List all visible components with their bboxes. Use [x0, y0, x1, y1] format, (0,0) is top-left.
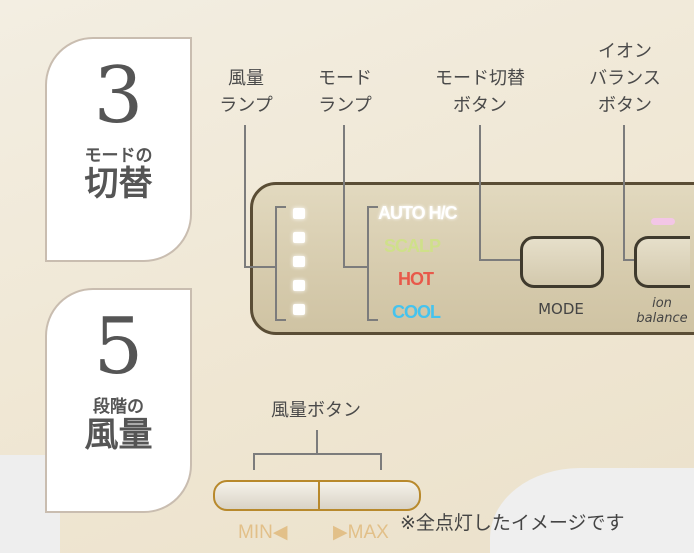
- connector-line: [367, 206, 378, 208]
- control-panel: [250, 182, 694, 335]
- connector-line: [367, 319, 378, 321]
- connector-line: [367, 206, 369, 321]
- feature-sub: モードの: [84, 146, 153, 166]
- label-line: イオン: [597, 41, 652, 62]
- wind-led-3: [293, 256, 305, 267]
- mode-lamp-hot: HOT: [398, 269, 434, 289]
- feature-number: 3: [93, 51, 144, 141]
- label-line: balance: [636, 311, 688, 326]
- wind-led-5: [293, 208, 305, 219]
- feature-title: 風量: [84, 415, 153, 455]
- max-label: ▶MAX: [333, 522, 389, 543]
- label-line: ランプ: [318, 95, 372, 116]
- connector-line: [244, 266, 276, 268]
- label-ion-button: イオンバランスボタン: [589, 38, 661, 119]
- label-line: モード: [318, 68, 372, 89]
- connector-line: [275, 206, 277, 321]
- note-text: ※全点灯したイメージです: [400, 512, 625, 534]
- background-right: [490, 468, 694, 553]
- label-line: 風量: [228, 68, 264, 89]
- label-line: ion: [652, 296, 672, 311]
- connector-line: [479, 125, 481, 261]
- feature-title: 切替: [84, 164, 153, 204]
- feature-number: 5: [93, 302, 144, 392]
- wind-button[interactable]: [213, 480, 421, 511]
- label-line: モード切替: [435, 68, 525, 89]
- label-line: ボタン: [453, 95, 507, 116]
- feature-sub: 段階の: [93, 397, 144, 417]
- mode-button[interactable]: [520, 236, 604, 288]
- label-line: ランプ: [219, 95, 273, 116]
- mode-lamp-auto: AUTO H/C: [378, 203, 458, 223]
- connector-line: [316, 430, 318, 454]
- connector-line: [623, 125, 625, 261]
- connector-line: [343, 266, 368, 268]
- wind-led-4: [293, 232, 305, 243]
- label-mode-lamp: モードランプ: [318, 65, 372, 119]
- feature-card-wind: 5 段階の 風量: [45, 288, 192, 513]
- connector-line: [253, 453, 382, 455]
- label-line: ボタン: [597, 95, 652, 116]
- connector-line: [244, 125, 246, 268]
- wind-led-1: [293, 304, 305, 315]
- connector-line: [275, 319, 286, 321]
- label-wind-button: 風量ボタン: [271, 400, 361, 421]
- feature-card-modes: 3 モードの 切替: [45, 37, 192, 262]
- connector-line: [479, 259, 535, 261]
- label-wind-lamp: 風量ランプ: [219, 65, 272, 119]
- ion-indicator: [651, 218, 675, 225]
- wind-led-2: [293, 280, 305, 291]
- ion-balance-button[interactable]: [634, 236, 690, 288]
- label-mode-button: モード切替ボタン: [435, 65, 525, 119]
- mode-lamp-scalp: SCALP: [384, 236, 441, 256]
- mode-lamp-cool: COOL: [392, 302, 441, 322]
- wind-button-divider: [318, 482, 320, 509]
- connector-line: [253, 453, 255, 470]
- label-line: バランス: [589, 68, 661, 89]
- connector-line: [275, 206, 286, 208]
- min-label: MIN◀: [238, 522, 288, 543]
- mode-button-label: MODE: [538, 300, 584, 318]
- connector-line: [343, 125, 345, 268]
- connector-line: [380, 453, 382, 470]
